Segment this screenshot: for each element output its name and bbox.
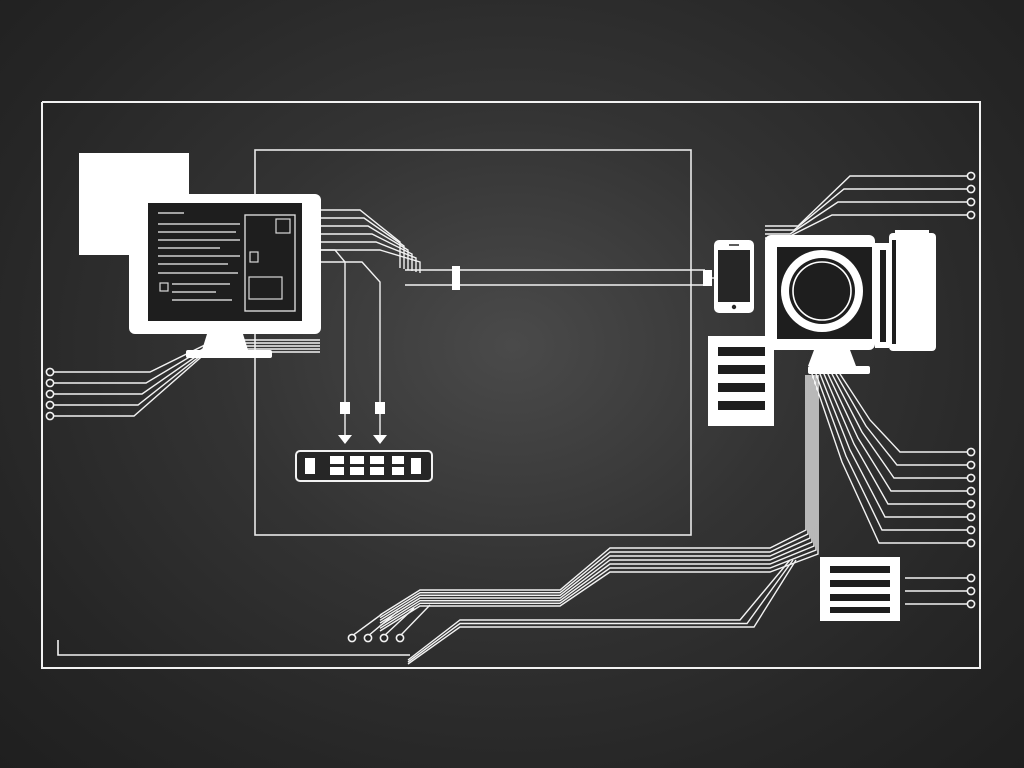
- computer-monitor-icon: [129, 194, 321, 358]
- circuit-trace: [407, 559, 794, 663]
- terminal-pin: [966, 586, 976, 596]
- circuit-trace: [54, 339, 320, 373]
- terminal-pin: [966, 573, 976, 583]
- terminal-pin: [395, 633, 405, 643]
- circuit-trace: [54, 348, 320, 406]
- signal-trace: [320, 261, 381, 402]
- document-icon: [820, 557, 900, 621]
- circuit-trace: [407, 559, 797, 665]
- bus-connector: [452, 266, 712, 290]
- circuit-trace: [379, 375, 809, 619]
- circuit-trace: [379, 375, 815, 627]
- circuit-trace: [321, 249, 421, 273]
- terminal-pin: [45, 378, 55, 388]
- circuit-trace: [407, 559, 791, 661]
- signal-arrows: [338, 402, 387, 444]
- circuit-trace: [367, 610, 399, 637]
- circuit-trace: [399, 604, 431, 637]
- circuit-trace: [351, 613, 383, 637]
- terminal-pin: [966, 512, 976, 522]
- screen-text-lines: [158, 212, 240, 301]
- circuit-trace: [827, 366, 968, 492]
- signal-trace: [320, 249, 346, 402]
- terminal-pin: [966, 538, 976, 548]
- terminal-pin: [966, 210, 976, 220]
- terminal-pin: [347, 633, 357, 643]
- circuit-trace: [835, 366, 968, 466]
- circuit-trace: [831, 366, 968, 479]
- circuit-trace: [321, 225, 409, 270]
- terminal-pin: [966, 171, 976, 181]
- terminal-pins: [45, 171, 976, 643]
- terminal-pin: [966, 447, 976, 457]
- camera-icon: [765, 230, 936, 374]
- terminal-pin: [363, 633, 373, 643]
- circuit-trace: [815, 366, 968, 531]
- circuit-trace: [379, 375, 813, 624]
- terminal-pin: [966, 473, 976, 483]
- circuit-trace: [54, 345, 320, 395]
- circuit-trace: [321, 209, 401, 268]
- smartphone-icon: [714, 240, 754, 313]
- network-switch-icon: [295, 450, 433, 482]
- terminal-pin: [966, 460, 976, 470]
- terminal-pin: [45, 389, 55, 399]
- circuit-trace: [765, 175, 968, 227]
- circuit-trace: [383, 607, 415, 637]
- circuit-trace: [765, 201, 968, 235]
- circuit-trace: [379, 375, 811, 621]
- circuit-trace: [379, 375, 819, 632]
- circuit-trace: [321, 241, 417, 272]
- terminal-pin: [45, 411, 55, 421]
- terminal-pin: [966, 486, 976, 496]
- circuit-trace: [54, 342, 320, 384]
- terminal-pin: [966, 499, 976, 509]
- circuit-trace: [819, 366, 968, 518]
- document-icon: [708, 336, 774, 426]
- terminal-pin: [966, 184, 976, 194]
- circuit-trace: [823, 366, 968, 505]
- circuit-trace: [379, 375, 817, 629]
- terminal-pin: [45, 367, 55, 377]
- board-frame: [41, 101, 981, 669]
- terminal-pin: [966, 197, 976, 207]
- circuit-trace: [379, 375, 807, 616]
- circuit-trace: [321, 233, 413, 271]
- terminal-pin: [379, 633, 389, 643]
- circuit-trace: [765, 188, 968, 231]
- circuit-trace: [54, 351, 320, 417]
- terminal-pin: [45, 400, 55, 410]
- terminal-pin: [966, 599, 976, 609]
- terminal-pin: [966, 525, 976, 535]
